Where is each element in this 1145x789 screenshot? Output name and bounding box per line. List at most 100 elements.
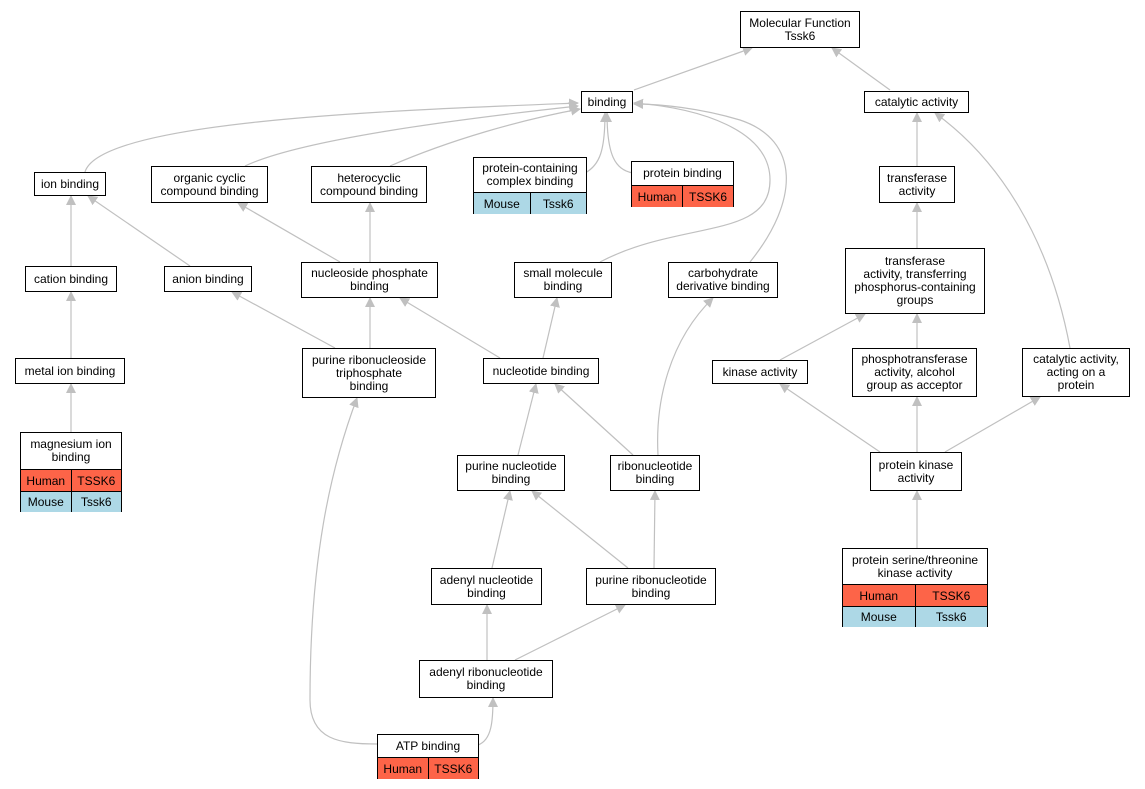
node-label: nucleotide binding (492, 363, 590, 378)
node-label: adenyl ribonucleotide binding (429, 665, 543, 692)
node-label: protein serine/threonine kinase activity (851, 552, 979, 580)
edge-purribo-purnuc (531, 490, 629, 569)
node-magnesium-ion-binding[interactable]: magnesium ion binding Human TSSK6 Mouse … (20, 432, 122, 512)
edge-carbo-binding (633, 99, 787, 263)
species-cell: Human (378, 758, 428, 779)
node-label: catalytic activity (874, 94, 959, 109)
edge-catalytic-mf (831, 47, 891, 91)
node-transferase-activity[interactable]: transferase activity (879, 166, 955, 203)
edge-atp-purtri (309, 397, 378, 745)
edge-catprot-catalytic (934, 112, 1071, 349)
annotation-row-mouse: Mouse Tssk6 (843, 606, 987, 627)
node-label: adenyl nucleotide binding (439, 572, 534, 600)
gene-cell: Tssk6 (529, 193, 586, 214)
gene-cell: TSSK6 (914, 585, 987, 606)
node-phosphotransferase-alcohol-acceptor[interactable]: phosphotransferase activity, alcohol gro… (852, 348, 977, 397)
node-organic-cyclic-compound-binding[interactable]: organic cyclic compound binding (151, 166, 268, 203)
gene-cell: TSSK6 (70, 470, 121, 491)
node-purine-nucleotide-binding[interactable]: purine nucleotide binding (457, 455, 565, 491)
node-nucleoside-phosphate-binding[interactable]: nucleoside phosphate binding (301, 262, 438, 298)
edge-adenylnuc-purnuc (491, 490, 513, 569)
node-catalytic-activity[interactable]: catalytic activity (864, 91, 969, 113)
species-cell: Human (843, 585, 915, 606)
edge-complex-binding (584, 112, 610, 174)
node-protein-kinase-activity[interactable]: protein kinase activity (870, 452, 962, 491)
node-label: organic cyclic compound binding (160, 170, 259, 198)
edge-heterocyclic-binding (389, 105, 581, 167)
species-cell: Mouse (21, 492, 71, 512)
annotation-row-human: Human TSSK6 (378, 757, 478, 779)
annotation-row-human: Human TSSK6 (843, 584, 987, 606)
annotation-row-human: Human TSSK6 (21, 469, 121, 491)
node-kinase-activity[interactable]: kinase activity (712, 360, 808, 384)
species-cell: Human (21, 470, 71, 491)
node-purine-ribonucleotide-binding[interactable]: purine ribonucleotide binding (586, 568, 716, 605)
node-label: Molecular Function Tssk6 (749, 15, 851, 43)
edge-kinase-transphos (779, 313, 866, 361)
node-label: protein kinase activity (878, 457, 954, 485)
node-label: cation binding (33, 271, 109, 286)
node-label: carbohydrate derivative binding (676, 266, 770, 293)
edge-ion-binding (84, 98, 579, 173)
node-label: anion binding (172, 271, 244, 286)
node-catalytic-activity-on-protein[interactable]: catalytic activity, acting on a protein (1022, 348, 1130, 397)
node-label: catalytic activity, acting on a protein (1033, 352, 1119, 392)
edge-adenylribo-purribo (514, 604, 626, 661)
node-label: protein binding (643, 166, 722, 180)
species-cell: Human (632, 186, 682, 207)
annotation-row-human: Human TSSK6 (632, 185, 733, 207)
node-ion-binding[interactable]: ion binding (34, 172, 106, 196)
node-anion-binding[interactable]: anion binding (164, 266, 252, 292)
node-label: heterocyclic compound binding (319, 170, 419, 198)
node-label: ribonucleotide binding (617, 459, 693, 486)
node-label: ion binding (40, 176, 100, 191)
node-adenyl-ribonucleotide-binding[interactable]: adenyl ribonucleotide binding (419, 660, 553, 698)
edge-protkinase-kinase (779, 383, 881, 453)
node-cation-binding[interactable]: cation binding (25, 266, 117, 292)
species-cell: Mouse (474, 193, 530, 214)
node-small-molecule-binding[interactable]: small molecule binding (514, 262, 612, 298)
node-atp-binding[interactable]: ATP binding Human TSSK6 (377, 734, 479, 779)
node-molecular-function[interactable]: Molecular Function Tssk6 (740, 11, 860, 48)
edge-purribo-ribonuc (649, 490, 660, 569)
node-label: protein-containing complex binding (482, 161, 578, 188)
node-heterocyclic-compound-binding[interactable]: heterocyclic compound binding (311, 166, 427, 203)
node-purine-ribonucleoside-triphosphate-binding[interactable]: purine ribonucleoside triphosphate bindi… (302, 348, 436, 398)
annotation-row-mouse: Mouse Tssk6 (474, 192, 586, 214)
node-carbohydrate-derivative-binding[interactable]: carbohydrate derivative binding (668, 262, 778, 298)
node-label: metal ion binding (24, 363, 116, 378)
node-adenyl-nucleotide-binding[interactable]: adenyl nucleotide binding (431, 568, 542, 605)
edge-smallmol-binding (599, 98, 771, 263)
node-protein-binding[interactable]: protein binding Human TSSK6 (631, 161, 734, 207)
edge-nucleotide-smallmol (542, 297, 560, 359)
node-ribonucleotide-binding[interactable]: ribonucleotide binding (610, 455, 700, 491)
edge-purnuc-nucleotide (517, 383, 539, 456)
edge-anion-ion (87, 195, 191, 267)
node-protein-containing-complex-binding[interactable]: protein-containing complex binding Mouse… (473, 157, 587, 214)
gene-cell: TSSK6 (682, 186, 733, 207)
node-label: binding (587, 94, 627, 109)
node-label: kinase activity (722, 364, 798, 379)
node-label: magnesium ion binding (30, 437, 112, 464)
node-binding[interactable]: binding (581, 91, 633, 113)
gene-cell: TSSK6 (427, 758, 478, 779)
gene-cell: Tssk6 (70, 492, 121, 512)
node-protein-serine-threonine-kinase-activity[interactable]: protein serine/threonine kinase activity… (842, 548, 988, 627)
edge-nucphos-organic (237, 202, 341, 263)
node-label: purine ribonucleotide binding (595, 572, 707, 600)
species-cell: Mouse (843, 607, 915, 627)
node-label: purine ribonucleoside triphosphate bindi… (311, 352, 427, 393)
edge-ribonuc-carbo (657, 297, 714, 456)
node-nucleotide-binding[interactable]: nucleotide binding (483, 358, 599, 384)
edge-ribonuc-nucleotide (554, 383, 634, 456)
edge-binding-mf (633, 46, 753, 91)
annotation-row-mouse: Mouse Tssk6 (21, 491, 121, 512)
node-transferase-phosphorus-groups[interactable]: transferase activity, transferring phosp… (845, 248, 985, 314)
edge-nucleotide-nucphos (399, 297, 501, 359)
node-label: purine nucleotide binding (465, 459, 557, 486)
node-metal-ion-binding[interactable]: metal ion binding (15, 358, 125, 384)
node-label: ATP binding (395, 738, 461, 753)
node-label: transferase activity (886, 170, 948, 198)
node-label: small molecule binding (523, 266, 603, 293)
